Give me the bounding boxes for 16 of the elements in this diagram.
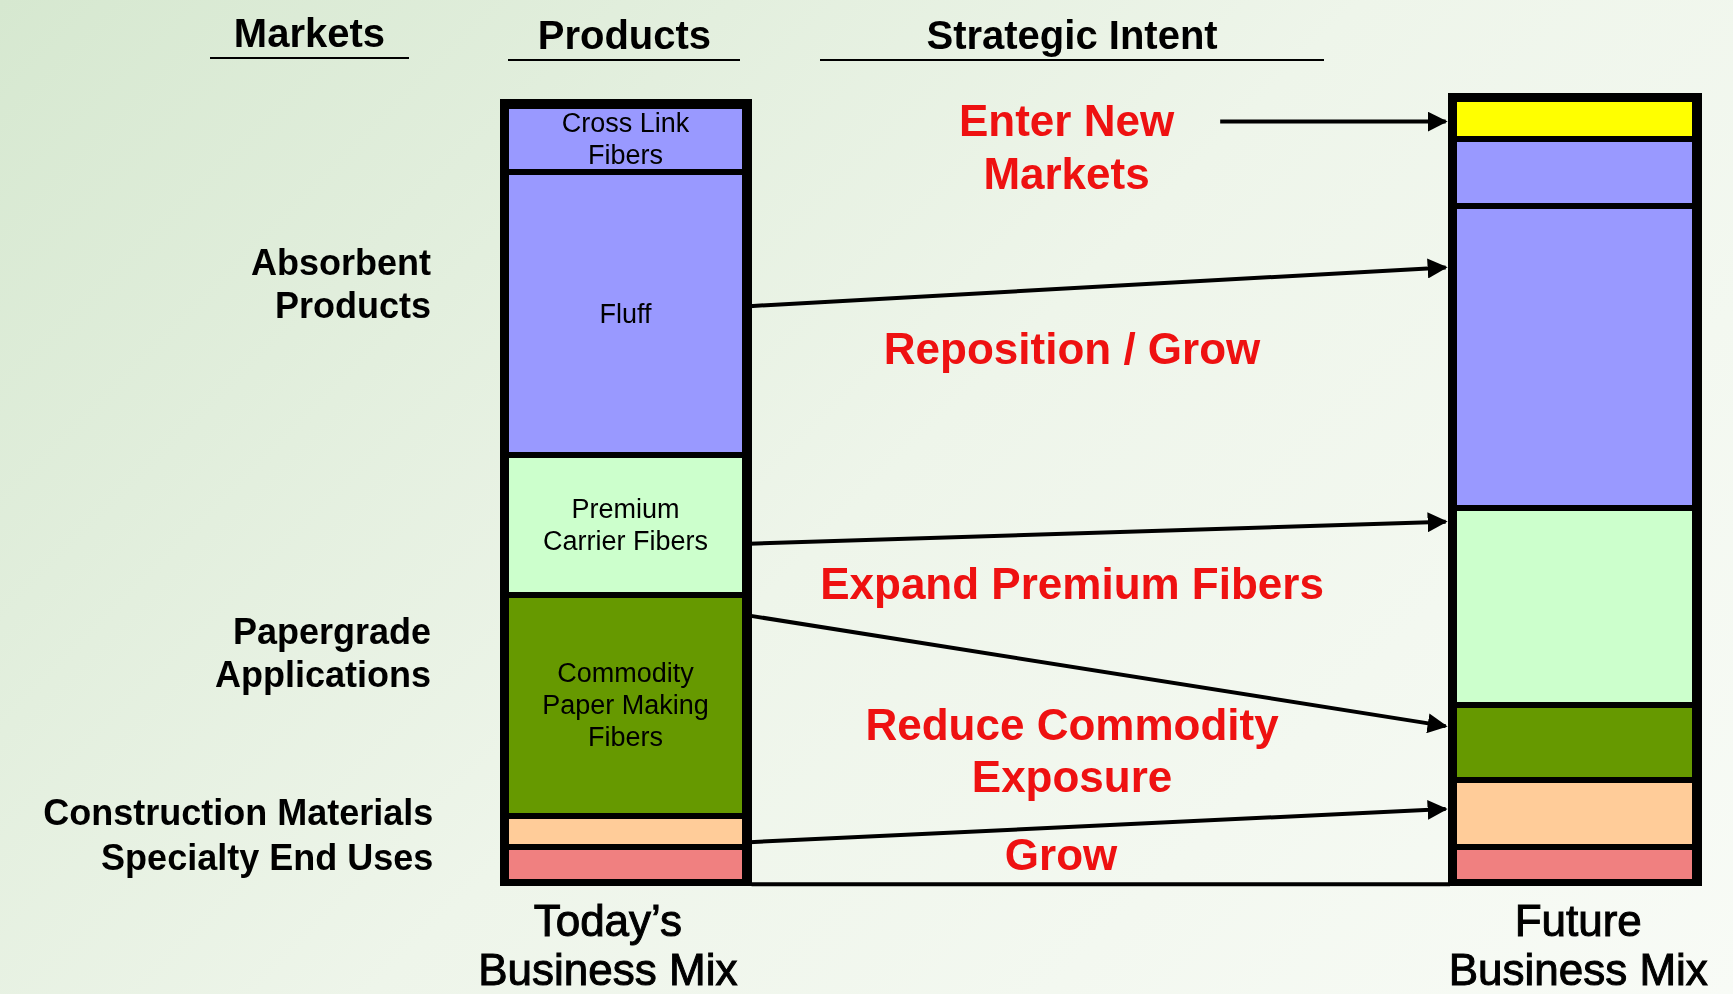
column-heading: Products: [508, 11, 741, 62]
market-label: Specialty End Uses: [100, 835, 434, 879]
market-label: Papergrade Applications: [214, 610, 432, 697]
edge-label: Reduce Commodity Exposure: [864, 698, 1280, 804]
column-heading: Markets: [210, 8, 409, 59]
arrow: [1220, 111, 1448, 132]
edge-label: Grow: [1003, 828, 1119, 881]
edge-label: Reposition / Grow: [882, 322, 1262, 375]
column-heading: Strategic Intent: [820, 11, 1325, 62]
bar-segment: Premium Carrier Fibers: [506, 455, 745, 595]
bar-caption: Future Business Mix: [1447, 897, 1709, 994]
market-label: Absorbent Products: [250, 240, 432, 328]
market-label: Construction Materials: [42, 791, 434, 835]
bar-caption: Today’s Business Mix: [477, 897, 739, 994]
strategy-label: Enter New Markets: [917, 92, 1216, 204]
edge-label: Expand Premium Fibers: [819, 558, 1325, 611]
